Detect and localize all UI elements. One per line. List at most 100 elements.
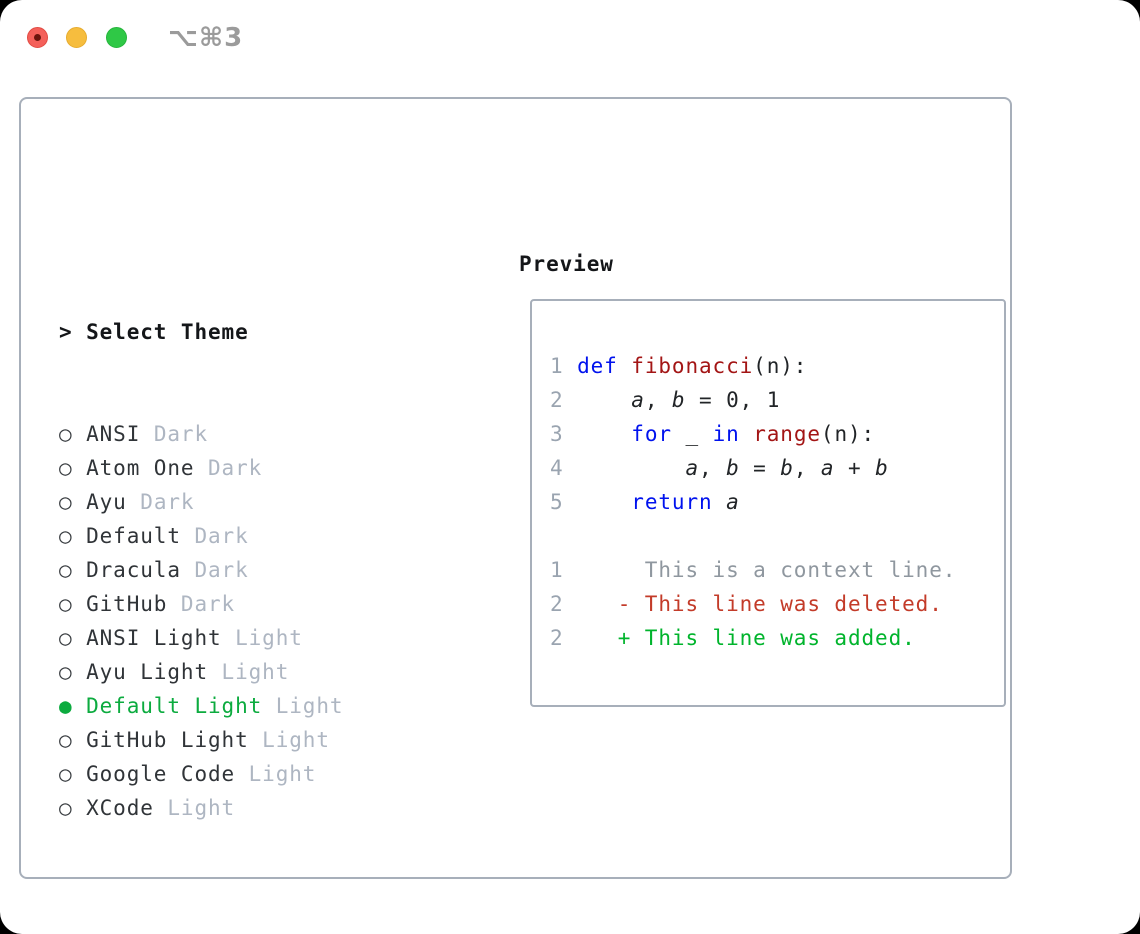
- radio-icon: ○: [59, 796, 73, 820]
- theme-option-variant: Light: [153, 796, 236, 820]
- theme-option-variant: Dark: [140, 422, 208, 446]
- code-token: fibonacci: [631, 354, 754, 378]
- theme-option-label: GitHub Light: [86, 728, 249, 752]
- code-token: b: [780, 456, 794, 480]
- code-token: (n):: [753, 354, 808, 378]
- code-token: _: [671, 422, 713, 446]
- code-token: a: [726, 490, 740, 514]
- theme-option-variant: Light: [262, 694, 344, 718]
- code-token: =: [739, 456, 781, 480]
- titlebar: ⌥⌘3: [0, 0, 1140, 76]
- theme-option-default-light[interactable]: ● Default Light Light: [59, 689, 438, 723]
- minimize-button[interactable]: [66, 27, 87, 48]
- code-token: [713, 490, 727, 514]
- theme-option-atom-one[interactable]: ○Atom One Dark: [59, 451, 438, 485]
- theme-option-ansi[interactable]: ○ ANSI Dark: [59, 417, 438, 451]
- radio-icon: ○: [59, 456, 73, 480]
- close-button[interactable]: [27, 27, 48, 48]
- code-line: 1 def fibonacci(n):: [550, 349, 1004, 383]
- diff-text: - This line was deleted.: [577, 592, 943, 616]
- theme-option-label: Default Light: [86, 694, 263, 718]
- theme-option-label: ANSI Light: [86, 626, 222, 650]
- blank-line: [550, 519, 1004, 553]
- code-token: (n):: [820, 422, 876, 446]
- code-token: [577, 490, 631, 514]
- theme-option-github-light[interactable]: ○GitHub Light Light: [59, 723, 438, 757]
- theme-option-google-code[interactable]: ○ Google Code Light: [59, 757, 438, 791]
- line-number: 4: [550, 456, 564, 480]
- diff-line-del: 2 - This line was deleted.: [550, 587, 1004, 621]
- code-token: b: [875, 456, 889, 480]
- code-line: 4 a, b = b, a + b: [550, 451, 1004, 485]
- diff-text: This is a context line.: [577, 558, 957, 582]
- theme-option-label: Ayu Light: [86, 660, 208, 684]
- code-token: return: [631, 490, 713, 514]
- code-token: a: [685, 456, 699, 480]
- theme-picker: >Select Theme ○ANSI Dark○Atom One Dark○A…: [59, 247, 438, 934]
- zoom-button[interactable]: [106, 27, 127, 48]
- code-line: 2 a, b = 0, 1: [550, 383, 1004, 417]
- code-token: b: [726, 456, 740, 480]
- theme-option-variant: Dark: [180, 558, 249, 582]
- code-token: [740, 422, 754, 446]
- code-token: def: [577, 354, 618, 378]
- code-token: [577, 456, 685, 480]
- radio-icon: ○: [59, 558, 73, 582]
- code-token: a: [631, 388, 645, 412]
- diff-line-add: 2 + This line was added.: [550, 621, 1004, 655]
- preview-title: Preview: [519, 252, 614, 276]
- code-line: 5 return a: [550, 485, 1004, 519]
- theme-list: ○ANSI Dark○Atom One Dark○Ayu Dark○Defaul…: [59, 417, 438, 825]
- code-token: ,: [793, 456, 821, 480]
- radio-icon: ○: [59, 728, 73, 752]
- radio-selected-icon: ●: [59, 694, 73, 718]
- close-button-dot-icon: [34, 34, 41, 41]
- diff-text: + This line was added.: [577, 626, 916, 650]
- radio-icon: ○: [59, 592, 73, 616]
- theme-option-github[interactable]: ○ GitHub Dark: [59, 587, 438, 621]
- code-token: [618, 354, 632, 378]
- theme-option-label: Google Code: [86, 762, 236, 786]
- apply-to-section: Apply To ●User Settings○Workspace Settin…: [59, 927, 438, 934]
- theme-option-label: Ayu: [86, 490, 127, 514]
- theme-option-default[interactable]: ○Default Dark: [59, 519, 438, 553]
- line-number: 1: [550, 354, 564, 378]
- theme-option-ansi-light[interactable]: ○ ANSI Light Light: [59, 621, 438, 655]
- code-token: [577, 422, 631, 446]
- code-token: = 0, 1: [685, 388, 781, 412]
- code-line: 3 for _ in range(n):: [550, 417, 1004, 451]
- theme-option-variant: Dark: [167, 592, 236, 616]
- radio-icon: ○: [59, 422, 73, 446]
- theme-option-variant: Dark: [126, 490, 195, 514]
- theme-option-label: GitHub: [86, 592, 168, 616]
- code-token: range: [753, 422, 821, 446]
- theme-option-variant: Light: [235, 762, 317, 786]
- theme-option-dracula[interactable]: ○ Dracula Dark: [59, 553, 438, 587]
- theme-picker-header: >Select Theme: [59, 315, 438, 349]
- theme-option-label: Dracula: [86, 558, 181, 582]
- code-token: for: [631, 422, 672, 446]
- tab-shortcut-label: ⌥⌘3: [168, 23, 244, 53]
- code-token: ,: [644, 388, 672, 412]
- theme-option-ayu-light[interactable]: ○Ayu Light Light: [59, 655, 438, 689]
- theme-option-variant: Dark: [194, 456, 263, 480]
- cursor-icon: >: [59, 320, 73, 344]
- line-number: 2: [550, 626, 564, 650]
- theme-option-label: ANSI: [86, 422, 141, 446]
- radio-icon: ○: [59, 626, 73, 650]
- theme-option-variant: Dark: [180, 524, 249, 548]
- theme-option-variant: Light: [207, 660, 290, 684]
- theme-option-label: Default: [86, 524, 181, 548]
- theme-option-ayu[interactable]: ○ Ayu Dark: [59, 485, 438, 519]
- line-number: 3: [550, 422, 564, 446]
- code-token: b: [671, 388, 686, 412]
- code-token: [577, 388, 631, 412]
- radio-icon: ○: [59, 762, 73, 786]
- line-number: 5: [550, 490, 564, 514]
- code-token: a: [820, 456, 835, 480]
- theme-option-variant: Light: [221, 626, 303, 650]
- radio-icon: ○: [59, 490, 73, 514]
- theme-option-xcode[interactable]: ○XCode Light: [59, 791, 438, 825]
- line-number: 2: [550, 388, 564, 412]
- diff-line-ctx: 1 This is a context line.: [550, 553, 1004, 587]
